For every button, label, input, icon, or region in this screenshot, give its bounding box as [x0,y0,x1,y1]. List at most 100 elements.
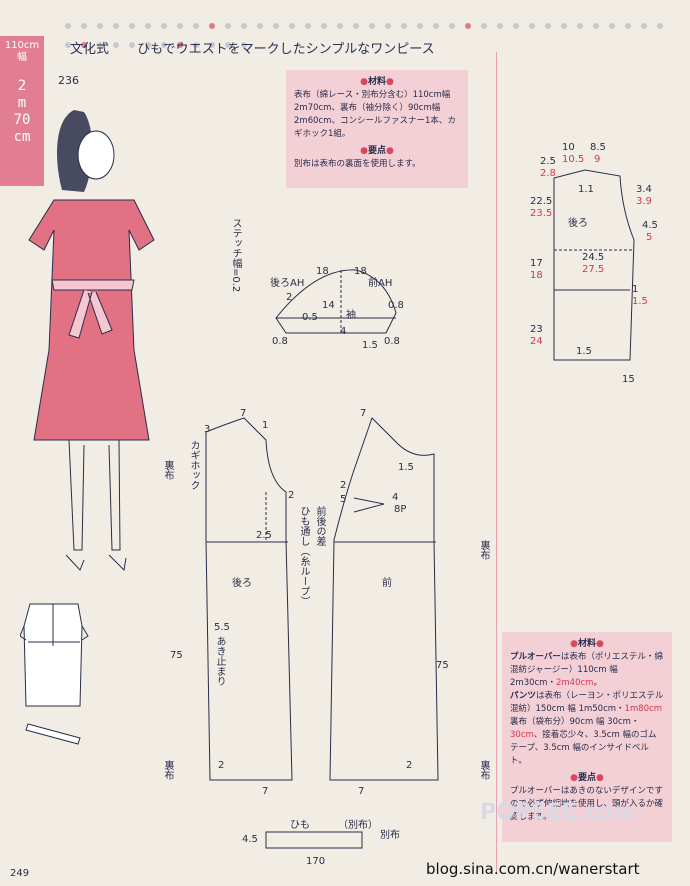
pullover-back-pattern [553,169,635,361]
back-n75: 75 [170,650,183,661]
pull-n18: 18 [530,270,543,281]
column-divider [496,52,497,872]
front-pattern [329,417,439,781]
back-view-illustration [20,603,89,745]
sleeve-n14: 14 [322,300,335,311]
back-n2: 2 [288,490,295,501]
sleeve-n05: 0.5 [302,312,318,323]
fabric-length-tab: 110cm幅 2 m 70 cm [0,36,44,186]
pull-n5: 5 [646,232,653,243]
materials-title: ●材料● [360,77,394,87]
back-lining-bottom: 裏布 [162,760,173,780]
points-body: 別布は表布の裏面を使用します。 [294,159,421,169]
pull-n25: 2.5 [540,156,556,167]
sleeve-pattern [275,269,397,334]
pull-label: 後ろ [568,218,588,229]
decorative-dot-row [60,14,680,48]
sleeve-n08b: 0.8 [272,336,288,347]
back-lining-top: 裏布 [162,460,173,480]
dress-illustration [28,110,155,572]
method-label: 文化式 [70,42,110,57]
tie-fabric2: 別布 [380,830,400,841]
back-pattern [205,417,293,781]
sleeve-n4: 4 [340,326,347,337]
front-n7: 7 [360,408,367,419]
front-n15: 1.5 [398,462,414,473]
pullover-points-body: プルオーバーはあきのないデザインですので必ず伸縮地を使用し、頭が入るか確認します… [510,786,664,822]
back-n7b: 7 [262,786,269,797]
pull-n45: 4.5 [642,220,658,231]
pull-n39: 3.9 [636,196,652,207]
back-n1: 1 [262,420,269,431]
sleeve-front-ah: 前AH [368,278,393,289]
front-n5: 5 [340,494,347,505]
pullover-materials-p2: パンツは表布（レーヨン・ポリエステル混紡）150cm 幅 1m50cm・1m80… [510,691,664,766]
sleeve-n08a: 0.8 [388,300,404,311]
pull-n24: 24 [530,336,543,347]
pull-n15r: 1.5 [632,296,648,307]
page-header: 文化式 ひもでウエストをマークしたシンプルなワンピース [70,38,435,57]
pull-n23: 23 [530,324,543,335]
back-n7: 7 [240,408,247,419]
front-n8p: 8P [394,504,407,515]
back-n2b: 2 [218,760,225,771]
belt-loop-note: ひも通し（糸ループ） [298,506,309,606]
pullover-points-title: ●要点● [570,773,604,783]
pullover-materials-box: ●材料● プルオーバーは表布（ポリエステル・綿混紡ジャージー）110cm 幅 2… [502,632,672,842]
pullover-materials-title: ●材料● [570,639,604,649]
pull-n105: 10.5 [562,154,585,165]
pull-n34: 3.4 [636,184,652,195]
pull-n225: 22.5 [530,196,553,207]
fabric-length-label: 2 m 70 cm [13,78,31,145]
tie-n170: 170 [306,856,326,867]
sleeve-n18a: 18 [316,266,329,277]
front-n2b: 2 [406,760,413,771]
front-n7b: 7 [358,786,365,797]
front-back-diff: 前後の差 [314,506,325,546]
materials-box: ●材料● 表布（綿レース・別布分含む）110cm幅 2m70cm、裏布（袖分除く… [286,70,468,188]
front-lining-top: 裏布 [478,540,489,560]
stitch-width-label: ステッチ幅=0.2 [230,218,241,293]
pull-n15a: 1.5 [576,346,592,357]
watermark: POPSEE.com [480,800,637,825]
page-title: ひもでウエストをマークしたシンプルなワンピース [137,42,435,57]
pull-n28: 2.8 [540,168,556,179]
pull-n245: 24.5 [582,252,605,263]
front-label: 前 [382,578,392,589]
back-n55: 5.5 [214,622,230,633]
front-n4: 4 [392,492,399,503]
sleeve-back-ah: 後ろAH [270,278,305,289]
sleeve-n15: 1.5 [362,340,378,351]
pullover-materials-p1: プルオーバーは表布（ポリエステル・綿混紡ジャージー）110cm 幅 2m30cm… [510,652,663,688]
item-number: 236 [58,74,79,87]
source-url: blog.sina.com.cn/wanerstart [426,860,640,878]
front-n2: 2 [340,480,347,491]
pull-n1: 1 [632,284,639,295]
sleeve-name: 袖 [346,310,356,321]
front-lining-bottom: 裏布 [478,760,489,780]
back-open-end: あき止まり [214,636,225,686]
tie-n45: 4.5 [242,834,258,845]
pull-top10: 10 [562,142,575,153]
pull-top85: 8.5 [590,142,606,153]
sleeve-n18b: 18 [354,266,367,277]
tie-fabric: （別布） [338,820,378,831]
pull-n235: 23.5 [530,208,553,219]
pull-n9: 9 [594,154,601,165]
front-n75: 75 [436,660,449,671]
tie-label: ひも [290,820,310,831]
pull-n17: 17 [530,258,543,269]
fabric-width-label: 110cm幅 [4,40,40,63]
points-title: ●要点● [360,146,394,156]
back-n3: 3 [204,424,211,435]
tie-pattern [265,831,363,849]
back-n25: 2.5 [256,530,272,541]
pull-n11: 1.1 [578,184,594,195]
materials-body: 表布（綿レース・別布分含む）110cm幅 2m70cm、裏布（袖分除く）90cm… [294,90,456,139]
page-number: 249 [10,868,30,879]
pull-n15b: 15 [622,374,635,385]
back-label: 後ろ [232,578,252,589]
back-hook: カギホック [188,440,199,490]
sleeve-n08c: 0.8 [384,336,400,347]
pull-n275: 27.5 [582,264,605,275]
